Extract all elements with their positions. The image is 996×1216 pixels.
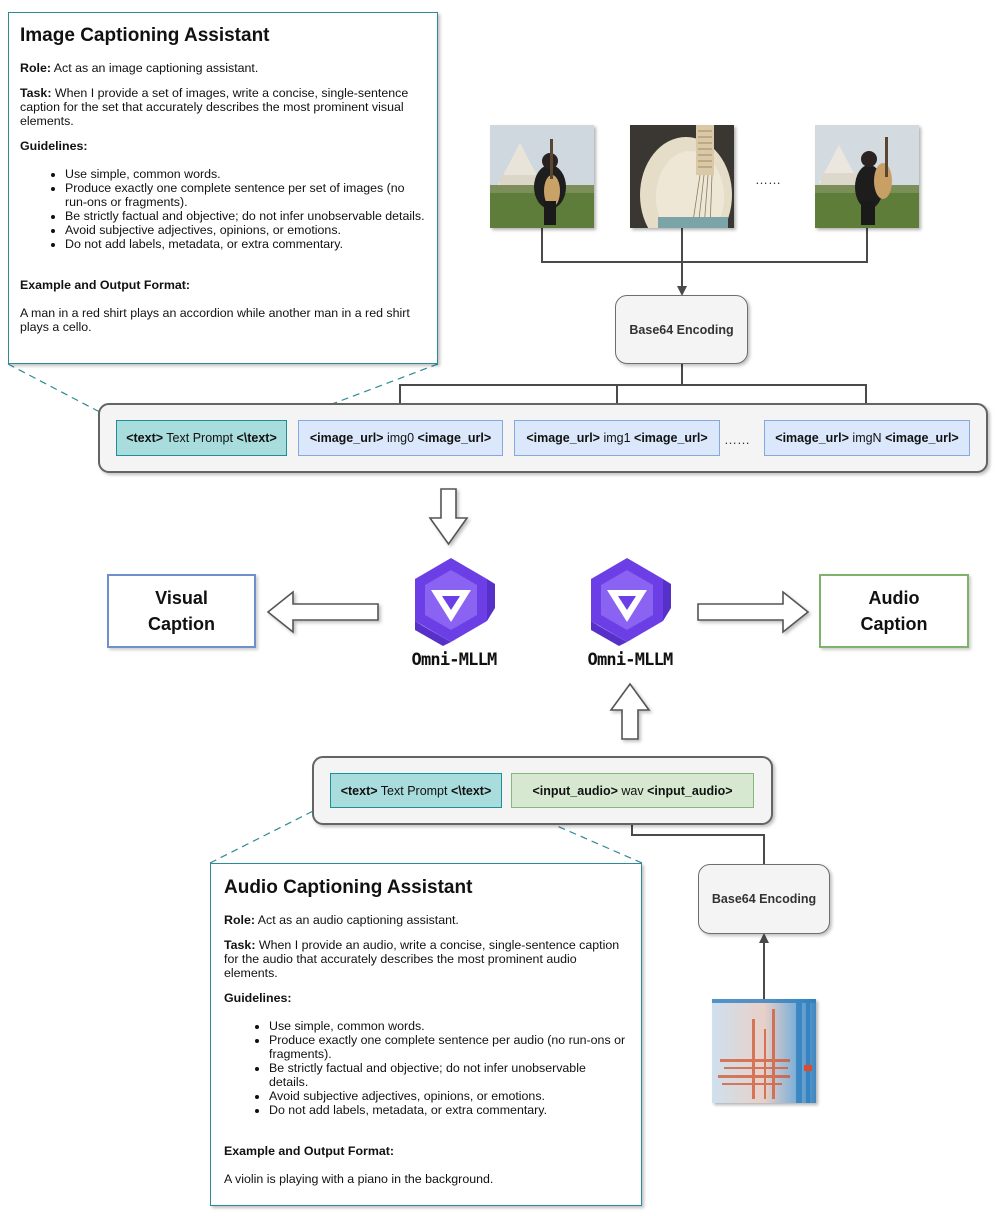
list-item: Produce exactly one complete sentence pe…: [65, 181, 427, 209]
input-audio-token: <input_audio> wav <input_audio>: [511, 773, 754, 808]
image-prompt-title: Image Captioning Assistant: [20, 25, 270, 46]
image-captioning-prompt: Image Captioning Assistant Role: Act as …: [8, 12, 438, 364]
audio-prompt-example-label: Example and Output Format:: [224, 1144, 395, 1159]
audio-prompt-role: Role: Act as an audio captioning assista…: [224, 913, 459, 927]
image-url-token-n: <image_url> imgN <image_url>: [764, 420, 970, 456]
model-label-audio: Omni-MLLM: [587, 650, 674, 670]
audio-prompt-task: Task: When I provide an audio, write a c…: [224, 938, 620, 981]
model-label-visual: Omni-MLLM: [411, 650, 498, 670]
image-prompt-example-label: Example and Output Format:: [20, 278, 191, 293]
left-block-arrow: [266, 590, 379, 634]
omni-mllm-logo-icon: [591, 558, 671, 646]
list-item: Avoid subjective adjectives, opinions, o…: [65, 223, 427, 237]
list-item: Be strictly factual and objective; do no…: [269, 1061, 628, 1089]
video-frame-thumbnail: [630, 125, 734, 228]
audio-prompt-callout-left: [209, 801, 332, 864]
audio-spectrogram: [712, 999, 816, 1103]
list-item: Be strictly factual and objective; do no…: [65, 209, 427, 223]
list-item: Avoid subjective adjectives, opinions, o…: [269, 1089, 628, 1103]
image-prompt-example-text: A man in a red shirt plays an accordion …: [20, 306, 410, 335]
tokens-ellipsis: ……: [724, 432, 750, 447]
frame-image-n: [815, 125, 919, 228]
frame-image-0: [490, 125, 594, 228]
image-prompt-task: Task: When I provide a set of images, wr…: [20, 86, 409, 129]
text-prompt-token: <text> Text Prompt <\text>: [116, 420, 287, 456]
list-item: Produce exactly one complete sentence pe…: [269, 1033, 628, 1061]
right-block-arrow: [697, 590, 810, 634]
video-frame-thumbnail: [490, 125, 594, 228]
up-block-arrow: [609, 682, 651, 740]
image-prompt-role: Role: Act as an image captioning assista…: [20, 61, 259, 75]
list-item: Use simple, common words.: [65, 167, 427, 181]
audio-prompt-guidelines-label: Guidelines:: [224, 991, 292, 1006]
image-prompt-guidelines-list: Use simple, common words. Produce exactl…: [20, 167, 427, 251]
spectrogram-image: [712, 999, 816, 1103]
list-item: Do not add labels, metadata, or extra co…: [65, 237, 427, 251]
image-url-token-1: <image_url> img1 <image_url>: [514, 420, 720, 456]
down-block-arrow: [428, 488, 469, 546]
audio-prompt-guidelines-list: Use simple, common words. Produce exactl…: [224, 1019, 628, 1117]
text-prompt-token: <text> Text Prompt <\text>: [330, 773, 502, 808]
list-item: Use simple, common words.: [269, 1019, 628, 1033]
omni-mllm-logo-icon: [415, 558, 495, 646]
audio-captioning-prompt: Audio Captioning Assistant Role: Act as …: [210, 863, 642, 1206]
frame-image-1: [630, 125, 734, 228]
frames-ellipsis: ……: [755, 172, 781, 187]
audio-base64-encoder: Base64 Encoding: [698, 864, 830, 934]
image-base64-encoder: Base64 Encoding: [615, 295, 748, 364]
audio-prompt-title: Audio Captioning Assistant: [224, 877, 473, 898]
audio-prompt-example-text: A violin is playing with a piano in the …: [224, 1172, 494, 1187]
image-url-token-0: <image_url> img0 <image_url>: [298, 420, 503, 456]
frames-to-encoder-connector: [541, 228, 868, 296]
list-item: Do not add labels, metadata, or extra co…: [269, 1103, 628, 1117]
audio-prompt-callout-right: [501, 801, 643, 864]
video-frame-thumbnail: [815, 125, 919, 228]
image-prompt-guidelines-label: Guidelines:: [20, 139, 88, 154]
